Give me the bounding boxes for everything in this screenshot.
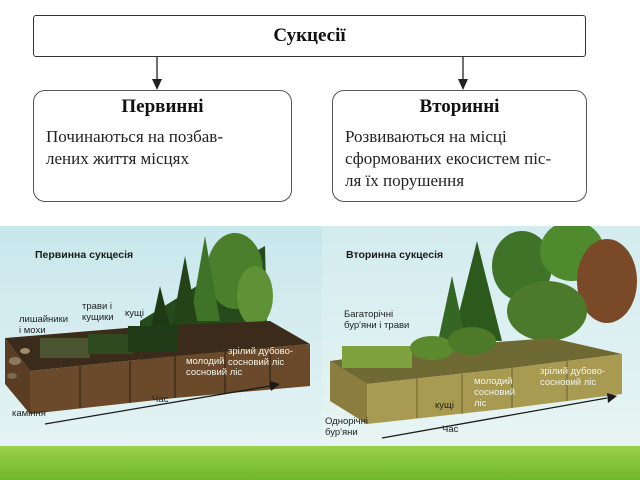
label-lichens-mosses: лишайники і мохи xyxy=(19,314,69,336)
label-grasses-shrublets: трави і кущики xyxy=(82,301,114,323)
primary-vegetation xyxy=(40,326,178,358)
secondary-vegetation xyxy=(342,327,496,368)
secondary-time-arrow xyxy=(381,393,617,439)
primary-succession-card: Первинні Починаються на позбав- лених жи… xyxy=(33,90,292,202)
label-time-primary: Час xyxy=(152,394,169,405)
label-shrubs-secondary: кущі xyxy=(435,400,454,411)
primary-card-title: Первинні xyxy=(121,96,204,117)
succession-title: Сукцесії xyxy=(273,25,346,46)
primary-stones xyxy=(7,348,30,379)
primary-succession-drawing xyxy=(5,233,310,425)
primary-illustration-title: Первинна сукцесія xyxy=(35,249,134,261)
label-perennial-weeds-grasses: Багаторічні бур'яни і трави xyxy=(344,309,410,331)
label-shrubs: кущі xyxy=(125,308,144,319)
label-young-pine-forest: молодий сосновий ліс xyxy=(186,356,243,378)
grass-footer xyxy=(0,446,640,480)
primary-time-arrow xyxy=(44,381,280,425)
label-time-secondary: Час xyxy=(442,424,459,435)
primary-succession-illustration: Первинна сукцесія лишайники і мохи трави… xyxy=(0,226,322,462)
secondary-illustration-title: Вторинна сукцесія xyxy=(346,249,444,261)
primary-card-description: Починаються на позбав- лених життя місця… xyxy=(46,127,223,168)
secondary-forest-backdrop xyxy=(437,226,637,346)
secondary-succession-drawing xyxy=(330,226,637,439)
arrow-down-left-icon xyxy=(152,57,162,90)
secondary-card-description: Розвиваються на місці сформованих екосис… xyxy=(345,127,552,190)
label-mature-oak-pine-forest: зрілий дубово- сосновий ліс xyxy=(228,346,294,368)
label-annual-weeds: Однорічні бур'яни xyxy=(325,416,368,438)
secondary-card-title: Вторинні xyxy=(419,96,500,117)
label-stones: каміння xyxy=(12,408,46,419)
arrow-down-right-icon xyxy=(458,57,468,90)
secondary-soil-blocks xyxy=(330,338,622,424)
secondary-succession-illustration: Вторинна сукцесія Багаторічні бур'яни і … xyxy=(322,226,640,462)
secondary-succession-card: Вторинні Розвиваються на місці сформован… xyxy=(332,90,587,202)
label-young-pine-forest-secondary: молодий сосновий ліс xyxy=(474,376,516,409)
label-mature-oak-pine-forest-secondary: зрілий дубово- сосновий ліс xyxy=(540,366,606,388)
succession-header: Сукцесії xyxy=(33,15,586,57)
